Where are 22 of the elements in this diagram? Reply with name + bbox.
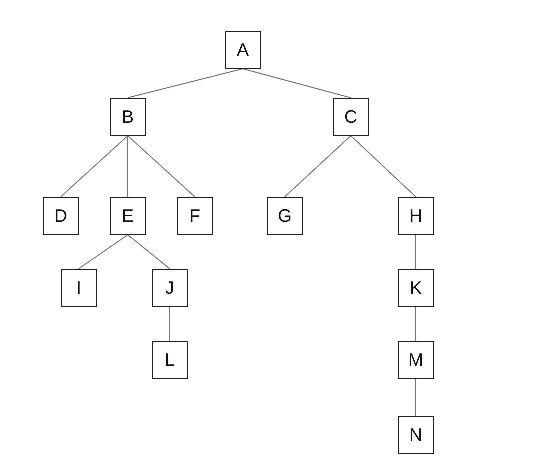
connector-line [128,234,170,270]
connector-line [128,136,196,198]
tree-node-box: M [398,341,434,379]
tree-node-box: E [110,197,146,235]
tree-node-box: F [177,197,213,235]
tree-node-box: I [61,269,97,307]
tree-node-box: B [110,98,146,136]
connector-line [60,136,128,198]
tree-node-box: A [225,31,261,69]
connector-line [78,234,128,270]
tree-node-box: N [398,416,434,454]
tree-node-box: D [43,197,79,235]
tree-node-box: L [152,341,188,379]
tree-node-box: H [398,197,434,235]
tree-node-box: G [267,197,303,235]
connector-line [284,136,352,198]
tree-node-box: C [333,98,369,136]
connector-line [350,136,416,198]
tree-node-box: J [152,269,188,307]
connector-line [242,68,352,98]
tree-node-box: K [398,269,434,307]
connector-line [128,68,244,98]
